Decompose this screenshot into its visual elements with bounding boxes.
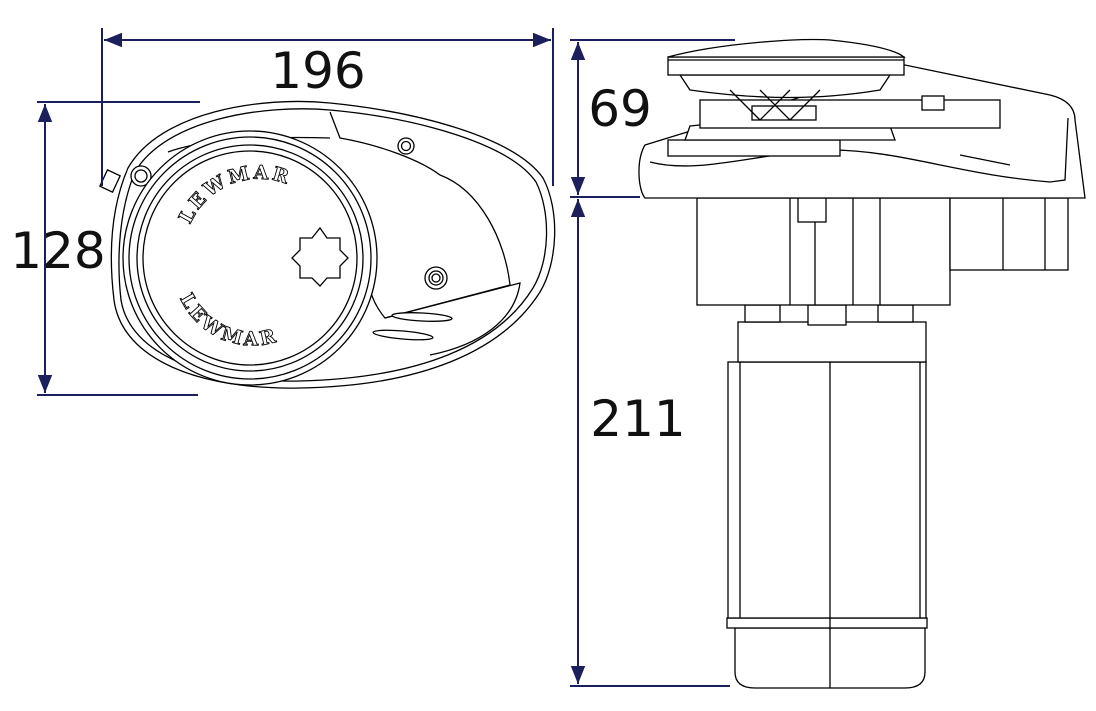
bolt <box>130 165 152 187</box>
gypsy-base <box>667 139 841 157</box>
dimension-above-deck: 69 <box>570 39 735 198</box>
dimension-label-depth: 128 <box>10 222 105 280</box>
gypsy-core <box>699 99 1001 129</box>
deck-cap-star-socket <box>291 226 349 287</box>
top-view: LEWMAR LEWMAR <box>98 100 556 389</box>
dimension-label-width: 196 <box>270 42 365 100</box>
gypsy-rim <box>122 130 378 386</box>
motor-band <box>726 617 928 629</box>
motor-body <box>727 361 927 619</box>
side-view <box>638 38 1086 689</box>
dimension-width: 196 <box>101 28 554 186</box>
dimension-depth: 128 <box>10 101 200 396</box>
dimension-label-above-deck: 69 <box>588 80 652 138</box>
bolt <box>397 137 415 155</box>
motor-terminal-box <box>949 197 1069 271</box>
dimension-below-deck: 211 <box>570 199 730 687</box>
drain-slot <box>372 329 434 341</box>
lock-tab <box>98 169 122 193</box>
dimension-label-below-deck: 211 <box>590 390 685 448</box>
bolt <box>424 266 448 290</box>
stripper-lower <box>384 282 521 356</box>
casing-inner-outline <box>118 108 548 382</box>
drain-slot <box>391 312 453 322</box>
motor-flange <box>737 321 927 363</box>
deck-cap-dome <box>667 38 906 58</box>
chain-pipe <box>329 111 511 319</box>
